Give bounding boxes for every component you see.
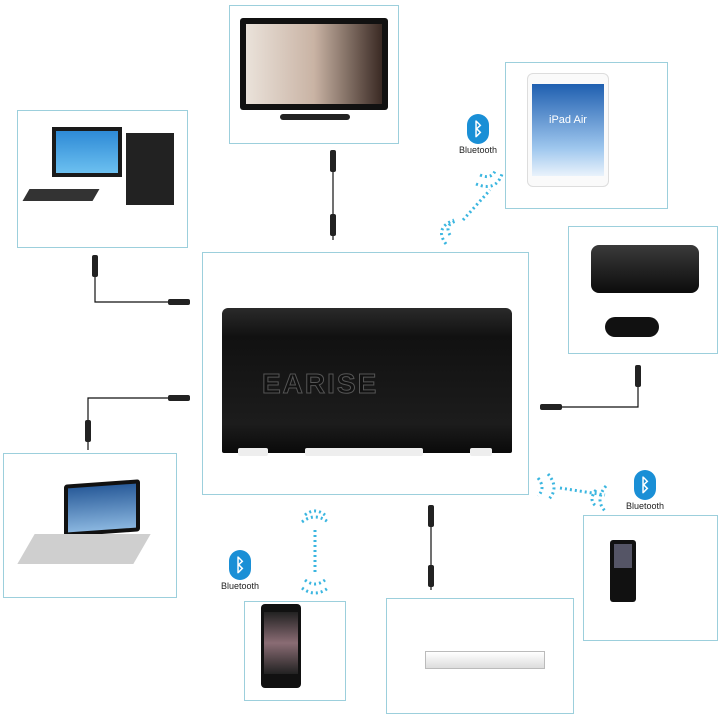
tv-frame bbox=[229, 5, 399, 144]
tablet-image: iPad Air bbox=[527, 73, 609, 187]
bluetooth-label: Bluetooth bbox=[625, 501, 665, 511]
pc-frame bbox=[17, 110, 188, 248]
tablet-screen-title: iPad Air bbox=[549, 114, 587, 126]
dvd-player-frame bbox=[386, 598, 574, 714]
console-image bbox=[591, 245, 699, 293]
phone-frame bbox=[244, 601, 346, 701]
bluetooth-label: Bluetooth bbox=[220, 581, 260, 591]
audio-cables bbox=[87, 150, 639, 590]
bluetooth-icon: ᛒ bbox=[634, 470, 656, 500]
laptop-frame bbox=[3, 453, 177, 598]
phone-image bbox=[261, 604, 301, 688]
pc-image bbox=[52, 127, 122, 177]
speaker-image: EARISE bbox=[222, 308, 512, 453]
bluetooth-icon: ᛒ bbox=[467, 114, 489, 144]
speaker-brand-logo: EARISE bbox=[261, 368, 379, 400]
mp3-player-frame bbox=[583, 515, 718, 641]
bluetooth-label: Bluetooth bbox=[458, 145, 498, 155]
console-frame bbox=[568, 226, 718, 354]
bluetooth-icon: ᛒ bbox=[229, 550, 251, 580]
audio-jacks bbox=[85, 150, 641, 587]
mp3-player-image bbox=[610, 540, 636, 602]
bluetooth-waves bbox=[301, 168, 608, 595]
dvd-player-image bbox=[425, 651, 545, 669]
tv-image bbox=[240, 18, 388, 110]
